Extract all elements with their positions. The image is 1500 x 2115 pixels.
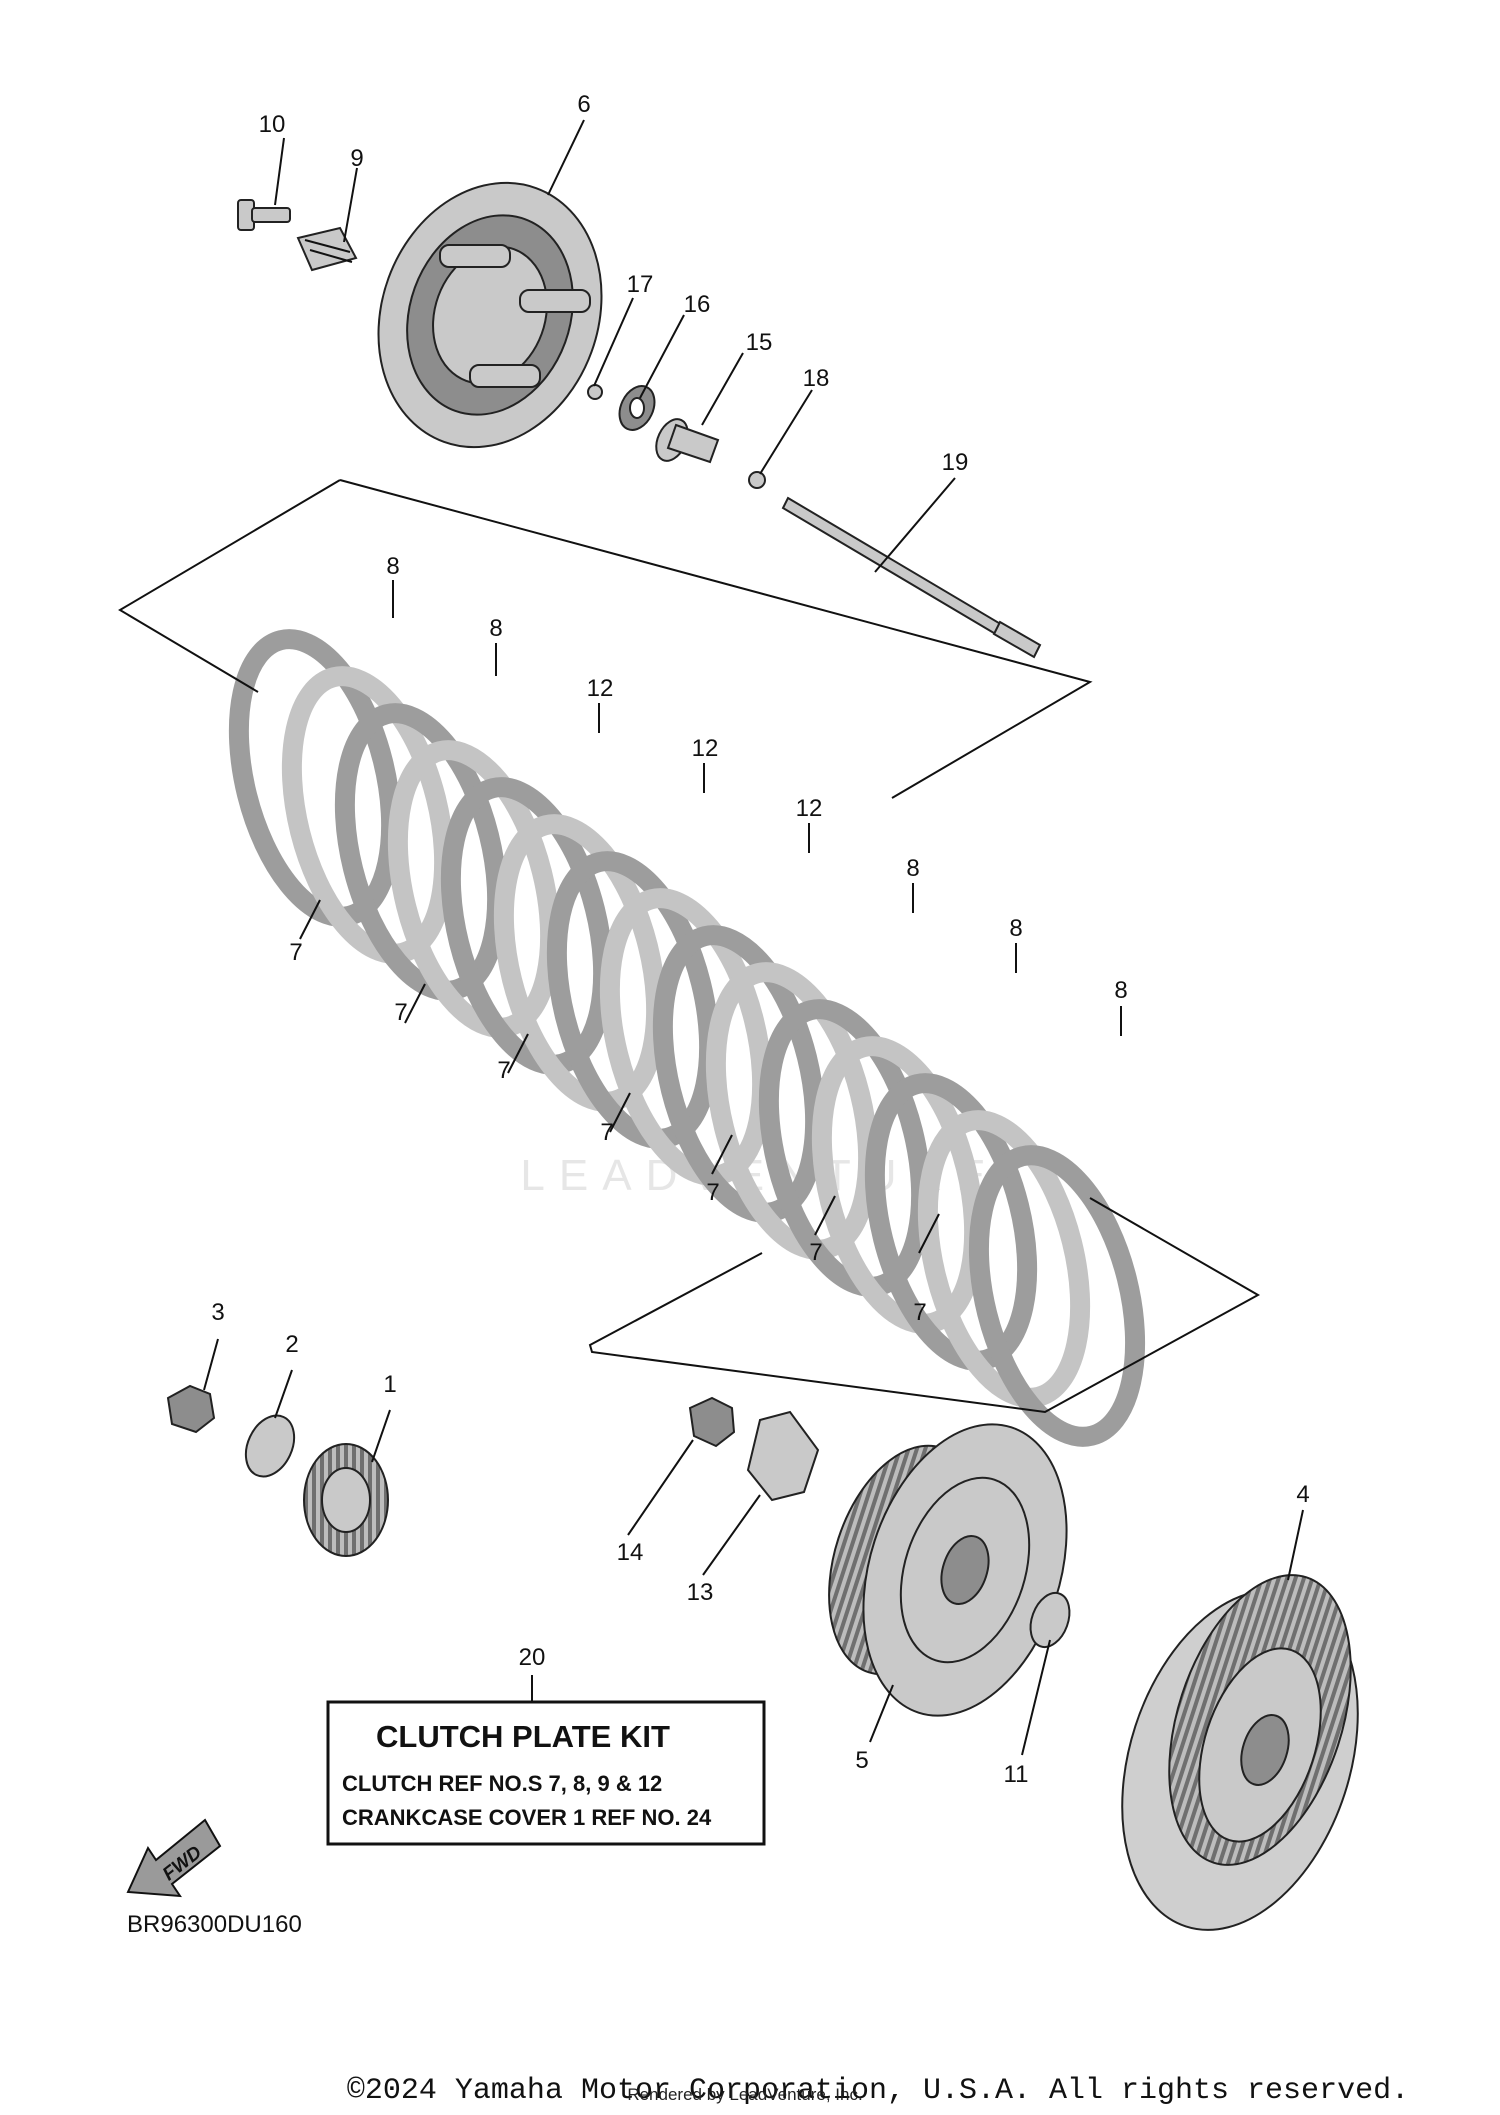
label-part-19: 19 <box>942 449 969 476</box>
spring <box>296 226 358 272</box>
pressure-plate <box>377 181 603 449</box>
push-rod-short <box>655 418 720 464</box>
kit-line-clutch: CLUTCH REF NO.S 7, 8, 9 & 12 <box>342 1771 662 1796</box>
clutch-housing <box>1121 1574 1359 1931</box>
label-part-8: 8 <box>1009 915 1022 942</box>
label-part-4: 4 <box>1296 1481 1309 1508</box>
gear <box>303 1443 389 1557</box>
label-part-8: 8 <box>386 553 399 580</box>
label-part-7: 7 <box>289 939 302 966</box>
label-part-8: 8 <box>489 615 502 642</box>
copyright-notice: ©2024 Yamaha Motor Corporation, U.S.A. A… <box>347 2074 1409 2108</box>
label-part-11: 11 <box>1004 1761 1029 1788</box>
label-part-1: 1 <box>383 1371 396 1398</box>
diagram-code: BR96300DU160 <box>127 1911 302 1938</box>
kit-title: CLUTCH PLATE KIT <box>376 1719 670 1754</box>
clutch-boss <box>828 1423 1068 1717</box>
nut <box>166 1384 216 1434</box>
label-part-2: 2 <box>285 1331 298 1358</box>
label-part-7: 7 <box>394 999 407 1026</box>
ball <box>748 471 766 489</box>
label-part-5: 5 <box>855 1747 868 1774</box>
thrust-washer <box>1029 1591 1071 1649</box>
label-part-15: 15 <box>746 329 773 356</box>
label-part-7: 7 <box>706 1179 719 1206</box>
clutch-plate-stack <box>228 629 1146 1447</box>
label-part-18: 18 <box>803 365 830 392</box>
bolt <box>237 199 291 231</box>
label-part-7: 7 <box>913 1299 926 1326</box>
label-part-7: 7 <box>600 1119 613 1146</box>
label-part-6: 6 <box>577 91 590 118</box>
label-part-7: 7 <box>809 1239 822 1266</box>
label-part-20: 20 <box>519 1644 546 1671</box>
rendered-by-notice: Rendered by LeadVenture, Inc. <box>627 2085 862 2104</box>
label-part-7: 7 <box>497 1057 510 1084</box>
assembly-outline-upper <box>118 479 1093 799</box>
label-part-16: 16 <box>684 291 711 318</box>
label-part-8: 8 <box>1114 977 1127 1004</box>
hub-nut <box>688 1396 736 1448</box>
label-part-10: 10 <box>259 111 286 138</box>
label-part-12: 12 <box>692 735 719 762</box>
label-part-12: 12 <box>796 795 823 822</box>
washer <box>244 1414 296 1478</box>
kit-line-crankcase: CRANKCASE COVER 1 REF NO. 24 <box>342 1805 712 1830</box>
label-part-3: 3 <box>211 1299 224 1326</box>
circlip <box>587 384 603 400</box>
leader-lines <box>203 119 1304 1756</box>
label-part-8: 8 <box>906 855 919 882</box>
label-part-17: 17 <box>627 271 654 298</box>
lock-washer <box>746 1410 820 1502</box>
label-part-9: 9 <box>350 145 363 172</box>
fwd-arrow-icon: FWD <box>126 1818 222 1898</box>
assembly-outline-lower <box>588 1197 1261 1414</box>
label-part-12: 12 <box>587 675 614 702</box>
clutch-plate-kit-box: CLUTCH PLATE KIT CLUTCH REF NO.S 7, 8, 9… <box>326 1700 766 1846</box>
bearing <box>618 385 656 431</box>
push-rod-long <box>781 496 1042 659</box>
label-part-14: 14 <box>617 1539 644 1566</box>
label-part-13: 13 <box>687 1579 714 1606</box>
